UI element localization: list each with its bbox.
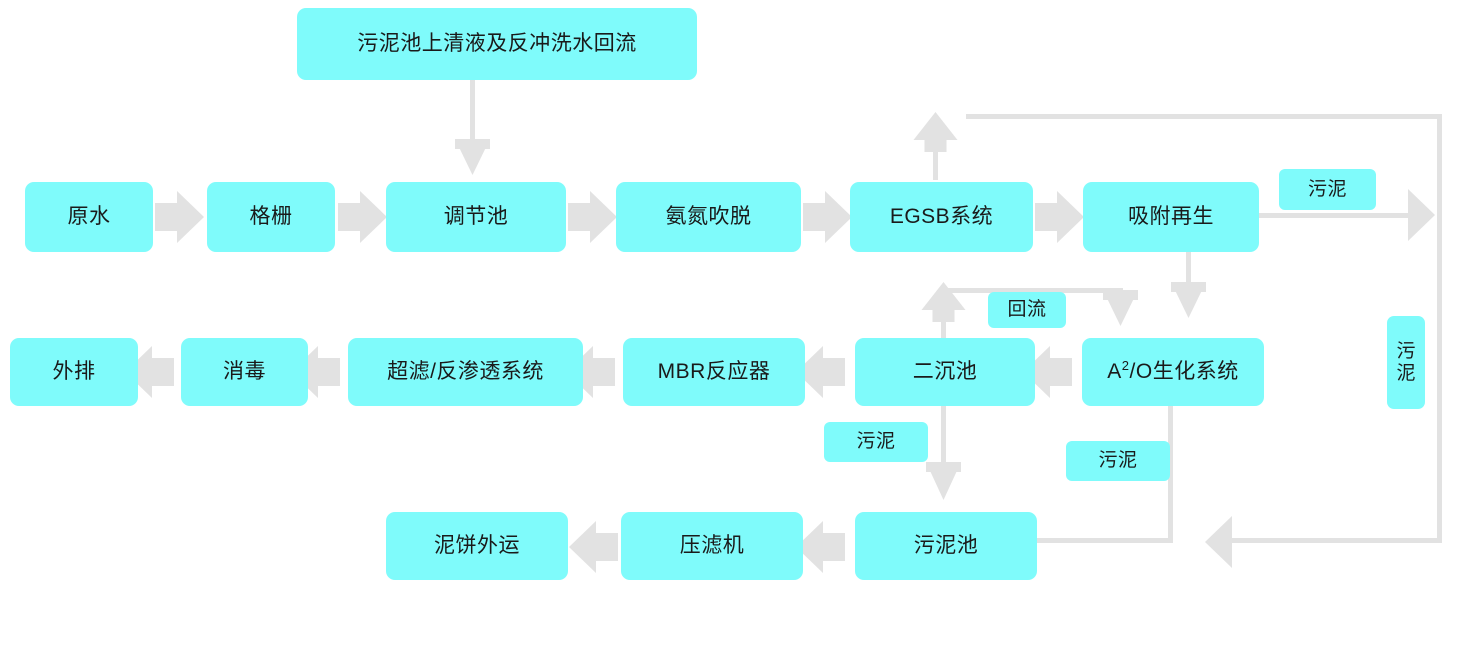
arrow-rawwater-to-grille [155, 191, 204, 243]
line-top-return-horizontal [966, 114, 1442, 119]
node-uf-ro-system[interactable]: 超滤/反渗透系统 [348, 338, 583, 406]
node-ao-biochemical-system[interactable]: A2/O生化系统 [1082, 338, 1264, 406]
line-secondary-down [941, 406, 946, 466]
arrow-right-to-sludgepool [1205, 516, 1232, 568]
line-adsorption-down [1186, 252, 1191, 286]
node-mud-cake-transport[interactable]: 泥饼外运 [386, 512, 568, 580]
node-recycle-header-label: 污泥池上清液及反冲洗水回流 [357, 31, 637, 55]
label-sludge-top[interactable]: 污泥 [1279, 169, 1376, 210]
arrow-header-to-regulating [455, 139, 490, 175]
label-sludge-secondary-text: 污泥 [856, 431, 896, 453]
node-uf-ro-system-label: 超滤/反渗透系统 [387, 359, 544, 383]
node-recycle-header[interactable]: 污泥池上清液及反冲洗水回流 [297, 8, 697, 80]
line-egsb-riser [933, 140, 938, 180]
node-disinfection[interactable]: 消毒 [181, 338, 308, 406]
node-egsb-system[interactable]: EGSB系统 [850, 182, 1033, 252]
arrow-return-to-egsb-up [913, 112, 958, 152]
arrow-grille-to-regulating [338, 191, 387, 243]
node-ammonia-stripping[interactable]: 氨氮吹脱 [616, 182, 801, 252]
node-ao-suffix: /O生化系统 [1129, 359, 1239, 383]
node-regulating-tank[interactable]: 调节池 [386, 182, 566, 252]
node-secondary-settling-tank[interactable]: 二沉池 [855, 338, 1035, 406]
node-regulating-tank-label: 调节池 [443, 204, 509, 228]
line-adsorption-right [1258, 213, 1408, 218]
node-secondary-settling-tank-label: 二沉池 [912, 359, 978, 383]
arrow-return-down-into-ao [1103, 290, 1138, 326]
line-bottom-right-horizontal [1232, 538, 1442, 543]
node-discharge-label: 外排 [52, 359, 96, 383]
arrow-adsorption-to-ao [1171, 282, 1206, 318]
arrow-adsorption-sludge-right [1408, 189, 1435, 241]
node-egsb-system-label: EGSB系统 [889, 204, 994, 228]
label-return-flow-text: 回流 [1007, 299, 1047, 321]
arrow-ammonia-to-egsb [803, 191, 852, 243]
node-grille-label: 格栅 [249, 204, 293, 228]
label-return-flow[interactable]: 回流 [988, 292, 1066, 328]
node-ao-biochemical-label: A2/O生化系统 [1107, 359, 1238, 385]
line-right-vertical-lower [1437, 218, 1442, 541]
node-ao-prefix: A [1107, 359, 1122, 383]
node-mud-cake-transport-label: 泥饼外运 [434, 533, 520, 557]
node-sludge-pool[interactable]: 污泥池 [855, 512, 1037, 580]
line-return-downleg [1118, 288, 1123, 294]
node-mbr-reactor[interactable]: MBR反应器 [623, 338, 805, 406]
node-raw-water-label: 原水 [67, 204, 111, 228]
node-disinfection-label: 消毒 [223, 359, 266, 383]
label-sludge-secondary[interactable]: 污泥 [824, 422, 928, 462]
node-grille[interactable]: 格栅 [207, 182, 335, 252]
node-filter-press[interactable]: 压滤机 [621, 512, 803, 580]
arrow-egsb-to-adsorption [1035, 191, 1084, 243]
arrow-regulating-to-ammonia [568, 191, 617, 243]
line-right-vertical-upper [1437, 114, 1442, 218]
label-sludge-ao[interactable]: 污泥 [1066, 441, 1170, 481]
arrow-filterpress-to-mudcake [569, 521, 618, 573]
node-sludge-pool-label: 污泥池 [913, 533, 979, 557]
node-adsorption-regeneration-label: 吸附再生 [1128, 204, 1214, 228]
line-return-riser-left [941, 300, 946, 340]
node-ammonia-stripping-label: 氨氮吹脱 [665, 204, 752, 228]
node-raw-water[interactable]: 原水 [25, 182, 153, 252]
label-sludge-right[interactable]: 污 泥 [1387, 316, 1425, 409]
node-discharge[interactable]: 外排 [10, 338, 138, 406]
node-mbr-reactor-label: MBR反应器 [657, 359, 771, 383]
node-adsorption-regeneration[interactable]: 吸附再生 [1083, 182, 1259, 252]
arrow-secondary-to-sludgepool [926, 462, 961, 500]
arrow-return-up-secondary [921, 282, 966, 322]
label-sludge-right-line2: 泥 [1396, 362, 1416, 384]
label-sludge-top-text: 污泥 [1307, 178, 1347, 200]
label-sludge-ao-text: 污泥 [1098, 450, 1138, 472]
node-ao-superscript: 2 [1121, 357, 1130, 373]
line-header-to-regulating [470, 79, 475, 145]
arrow-sludgepool-to-filterpress [796, 521, 845, 573]
line-ao-to-sludgepool-horizontal [1037, 538, 1173, 543]
node-filter-press-label: 压滤机 [679, 533, 745, 557]
label-sludge-right-line1: 污 [1396, 341, 1416, 363]
